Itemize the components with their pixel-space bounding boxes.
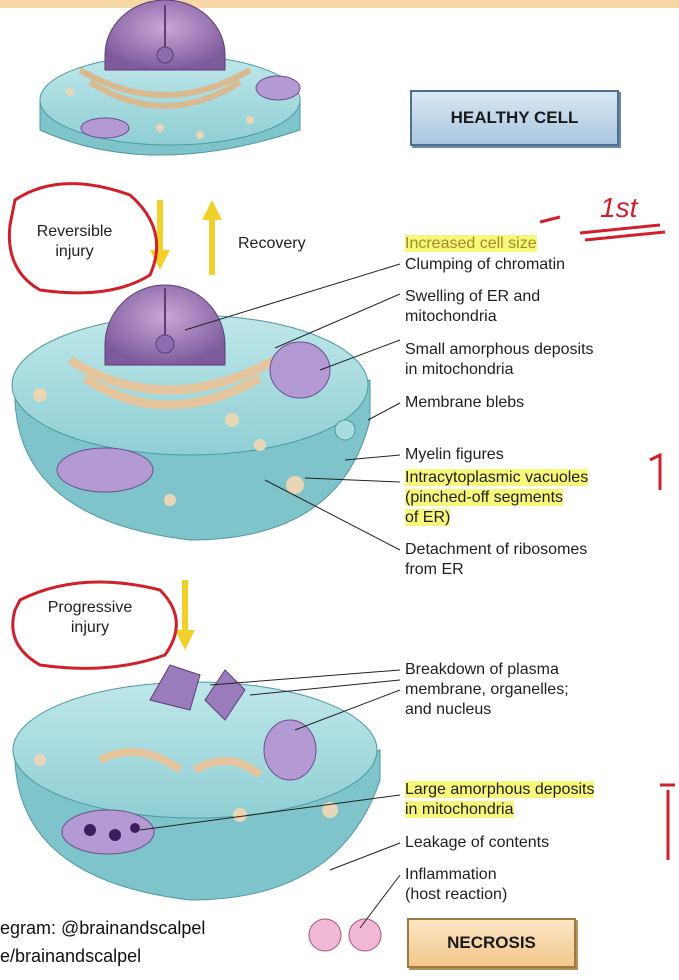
watermark-telegram: egram: @brainandscalpel (0, 918, 205, 939)
label-myelin-figures: Myelin figures (405, 445, 504, 465)
label-breakdown-nucleus: and nucleus (405, 700, 491, 720)
label-membrane-blebs: Membrane blebs (405, 393, 524, 413)
recovery-label: Recovery (238, 234, 306, 254)
label-swelling-er-cont: mitochondria (405, 307, 497, 327)
label-vacuoles-er: of ER) (405, 508, 450, 528)
reversible-injury-cell (12, 285, 370, 540)
necrotic-cell (13, 665, 381, 951)
progressive-injury-label: Progressive injury (30, 598, 150, 638)
label-vacuoles: Intracytoplasmic vacuoles (405, 468, 588, 488)
label-large-deposits-cont: in mitochondria (405, 800, 514, 820)
watermark-link: e/brainandscalpel (0, 946, 141, 967)
reversible-injury-label: Reversible injury (22, 222, 127, 262)
label-breakdown-cont: membrane, organelles; (405, 680, 569, 700)
label-increased-cell-size: Increased cell size (405, 234, 537, 254)
label-small-deposits: Small amorphous deposits (405, 340, 594, 360)
label-large-deposits: Large amorphous deposits (405, 780, 594, 800)
label-breakdown: Breakdown of plasma (405, 660, 559, 680)
label-vacuoles-cont: (pinched-off segments (405, 488, 563, 508)
label-ribosome-detachment-cont: from ER (405, 560, 464, 580)
label-small-deposits-cont: in mitochondria (405, 360, 514, 380)
label-clumping-chromatin: Clumping of chromatin (405, 255, 565, 275)
necrosis-box: NECROSIS (407, 918, 576, 968)
annotation-1st: 1st (600, 192, 637, 224)
label-swelling-er: Swelling of ER and (405, 287, 540, 307)
label-inflammation: Inflammation (405, 865, 497, 885)
healthy-cell (40, 0, 300, 155)
label-leakage: Leakage of contents (405, 833, 549, 853)
healthy-cell-box: HEALTHY CELL (410, 90, 619, 146)
label-inflammation-cont: (host reaction) (405, 885, 507, 905)
label-ribosome-detachment: Detachment of ribosomes (405, 540, 587, 560)
